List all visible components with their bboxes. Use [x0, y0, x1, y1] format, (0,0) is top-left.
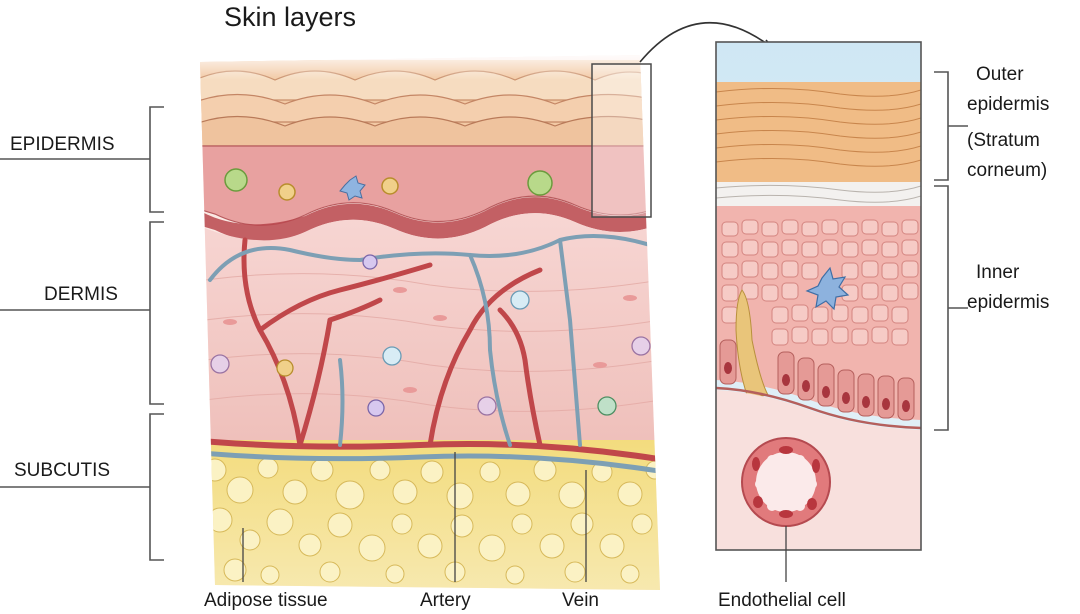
label-dermis: DERMIS — [44, 284, 118, 305]
right-brackets — [934, 71, 968, 431]
langerhans-cell — [805, 266, 850, 311]
label-subcutis: SUBCUTIS — [14, 460, 110, 481]
label-epidermis: EPIDERMIS — [10, 134, 115, 155]
zoom-region-box — [591, 63, 652, 218]
leader-lines — [242, 452, 787, 582]
capillary-cross-section — [741, 437, 831, 527]
dermis-layer — [200, 213, 660, 440]
label-artery: Artery — [420, 590, 471, 611]
inset-panel — [716, 42, 921, 550]
epidermis-cells — [224, 168, 553, 201]
zoom-arrow — [639, 22, 776, 63]
vein-vessels — [208, 234, 652, 447]
label-outer-2: epidermis — [967, 94, 1049, 115]
label-inner-1: Inner — [976, 262, 1020, 283]
artery-vessels — [241, 237, 543, 448]
left-brackets — [0, 106, 164, 561]
inset-frame — [715, 41, 922, 551]
skin-block — [200, 55, 660, 590]
label-vein: Vein — [562, 590, 599, 611]
dermis-cells — [210, 254, 651, 417]
diagram-title: Skin layers — [224, 2, 356, 32]
label-outer-4: corneum) — [967, 160, 1047, 181]
label-outer-1: Outer — [976, 64, 1024, 85]
label-inner-2: epidermis — [967, 292, 1049, 313]
label-outer-3: (Stratum — [967, 130, 1040, 151]
label-adipose-tissue: Adipose tissue — [204, 590, 328, 611]
fat-cells — [203, 457, 660, 585]
label-endothelial-cell: Endothelial cell — [718, 590, 846, 611]
basal-cells — [719, 339, 915, 421]
